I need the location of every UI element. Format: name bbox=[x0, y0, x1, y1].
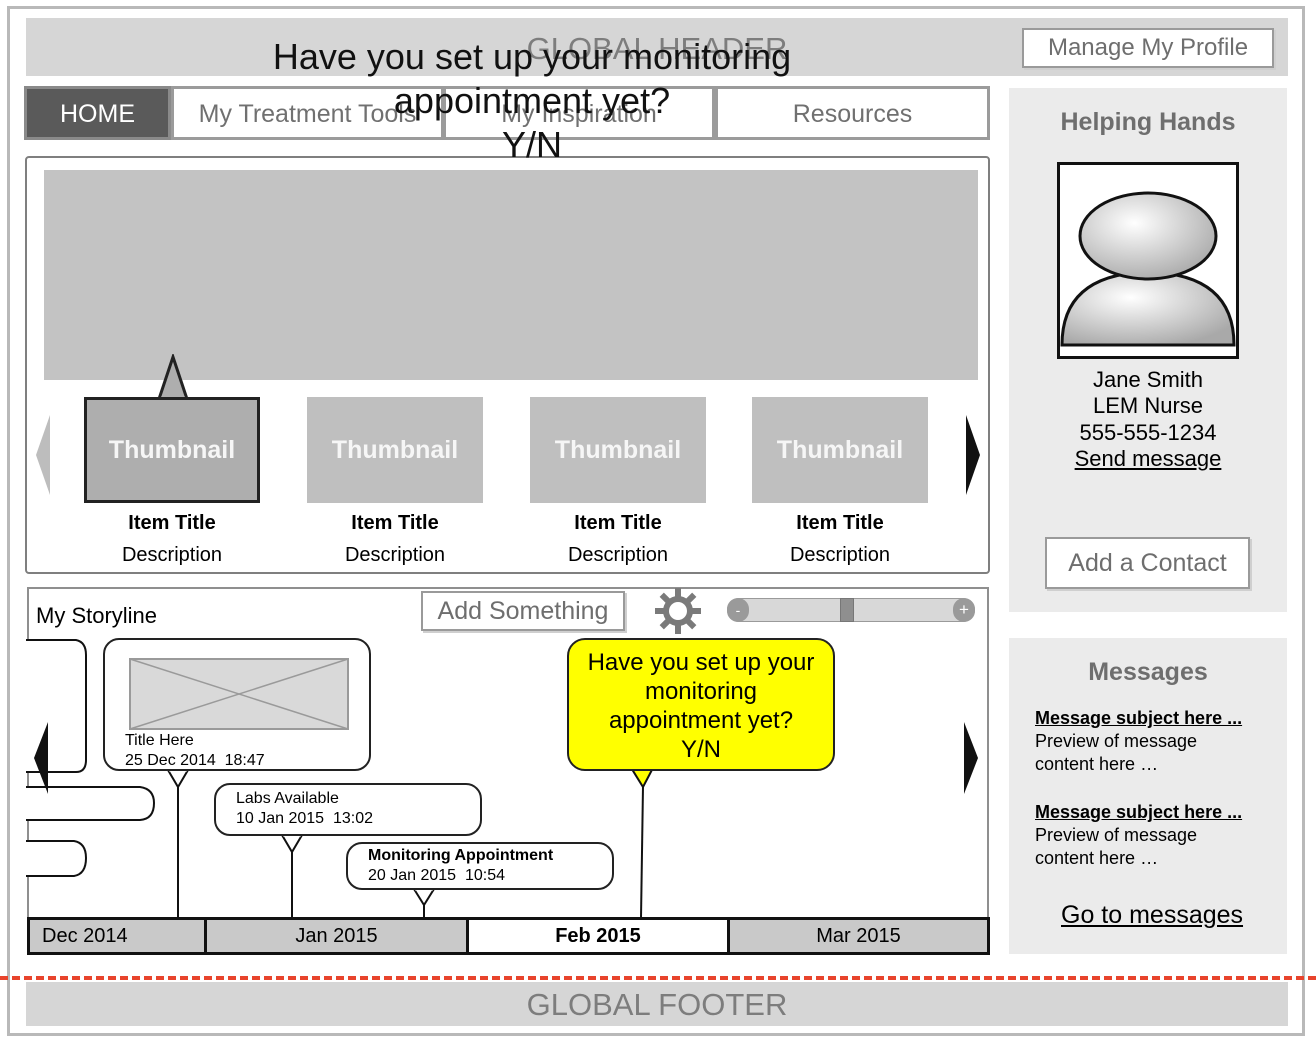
fold-divider bbox=[0, 976, 1316, 980]
footer-title: GLOBAL FOOTER bbox=[526, 987, 788, 1022]
carousel-next-arrow-icon[interactable] bbox=[958, 410, 988, 500]
timeline-month-jan-2015[interactable]: Jan 2015 bbox=[207, 920, 469, 952]
helping-hands-title: Helping Hands bbox=[1060, 108, 1236, 136]
event-timestamp: 25 Dec 2014 18:47 bbox=[125, 752, 265, 769]
timeline-month-feb-2015[interactable]: Feb 2015 bbox=[469, 920, 730, 952]
item-description-2: Description bbox=[344, 544, 446, 566]
contact-name: Jane Smith bbox=[1092, 367, 1204, 392]
event-timestamp: 10 Jan 2015 13:02 bbox=[236, 810, 374, 827]
thumbnail-2[interactable]: Thumbnail bbox=[307, 397, 483, 503]
storyline-event-2[interactable]: Labs Available 10 Jan 2015 13:02 bbox=[214, 783, 482, 836]
event-image-placeholder-icon bbox=[129, 658, 349, 730]
item-title-2[interactable]: Item Title bbox=[351, 512, 439, 534]
event-title: Monitoring Appointment bbox=[368, 847, 554, 864]
tab-resources[interactable]: Resources bbox=[715, 86, 990, 140]
storyline-prev-arrow-icon[interactable] bbox=[28, 718, 52, 798]
send-message-link[interactable]: Send message bbox=[1074, 446, 1222, 471]
promo-text: Have you set up your monitoring appointm… bbox=[272, 36, 792, 165]
contact-role: LEM Nurse bbox=[1092, 393, 1204, 418]
zoom-out-button[interactable]: - bbox=[727, 598, 749, 622]
storyline-title: My Storyline bbox=[36, 603, 158, 628]
thumbnail-1[interactable]: Thumbnail bbox=[84, 397, 260, 503]
manage-profile-button[interactable]: Manage My Profile bbox=[1022, 28, 1274, 68]
event-title: Labs Available bbox=[236, 790, 339, 807]
storyline-event-1[interactable]: Title Here 25 Dec 2014 18:47 bbox=[103, 638, 371, 771]
page-frame bbox=[7, 6, 1305, 1036]
settings-gear-icon[interactable] bbox=[652, 585, 704, 637]
timeline-month-dec-2014[interactable]: Dec 2014 bbox=[30, 920, 207, 952]
storyline-event-3[interactable]: Monitoring Appointment 20 Jan 2015 10:54 bbox=[346, 842, 614, 890]
zoom-in-button[interactable]: + bbox=[953, 598, 975, 622]
go-to-messages-link[interactable]: Go to messages bbox=[1061, 901, 1244, 929]
tab-my-treatment-tools[interactable]: My Treatment Tools bbox=[171, 86, 444, 140]
carousel-prev-arrow-icon[interactable] bbox=[30, 410, 60, 500]
add-contact-button[interactable]: Add a Contact bbox=[1045, 537, 1250, 589]
message-subject-1[interactable]: Message subject here ... bbox=[1035, 708, 1243, 728]
item-description-1: Description bbox=[121, 544, 223, 566]
event-title: Title Here bbox=[125, 732, 194, 749]
featured-carousel bbox=[25, 156, 990, 574]
event-timestamp: 20 Jan 2015 10:54 bbox=[368, 867, 506, 884]
thumbnail-4[interactable]: Thumbnail bbox=[752, 397, 928, 503]
header-title: GLOBAL HEADER bbox=[526, 31, 788, 66]
global-footer: GLOBAL FOOTER bbox=[26, 982, 1288, 1026]
promo-banner[interactable] bbox=[44, 170, 978, 380]
message-subject-2[interactable]: Message subject here ... bbox=[1035, 802, 1243, 822]
messages-title: Messages bbox=[1088, 658, 1208, 686]
tab-my-inspiration[interactable]: My Inspiration bbox=[443, 86, 715, 140]
zoom-slider-handle[interactable] bbox=[840, 598, 854, 622]
item-title-4[interactable]: Item Title bbox=[796, 512, 884, 534]
item-description-4: Description bbox=[789, 544, 891, 566]
timeline-month-bar: Dec 2014 Jan 2015 Feb 2015 Mar 2015 bbox=[27, 917, 990, 955]
timeline-month-mar-2015[interactable]: Mar 2015 bbox=[730, 920, 987, 952]
storyline-next-arrow-icon[interactable] bbox=[958, 718, 982, 798]
tab-home[interactable]: HOME bbox=[24, 86, 171, 140]
add-something-button[interactable]: Add Something bbox=[421, 591, 625, 631]
messages-panel bbox=[1009, 638, 1287, 954]
item-title-1[interactable]: Item Title bbox=[128, 512, 216, 534]
item-title-3[interactable]: Item Title bbox=[574, 512, 662, 534]
contact-phone: 555-555-1234 bbox=[1079, 420, 1217, 445]
message-preview-2: Preview of message content here … bbox=[1035, 825, 1198, 868]
storyline-prompt-bubble[interactable]: Have you set up your monitoring appointm… bbox=[567, 638, 835, 771]
thumbnail-3[interactable]: Thumbnail bbox=[530, 397, 706, 503]
message-preview-1: Preview of message content here … bbox=[1035, 731, 1198, 774]
item-description-3: Description bbox=[567, 544, 669, 566]
contact-avatar-icon bbox=[1057, 162, 1239, 359]
